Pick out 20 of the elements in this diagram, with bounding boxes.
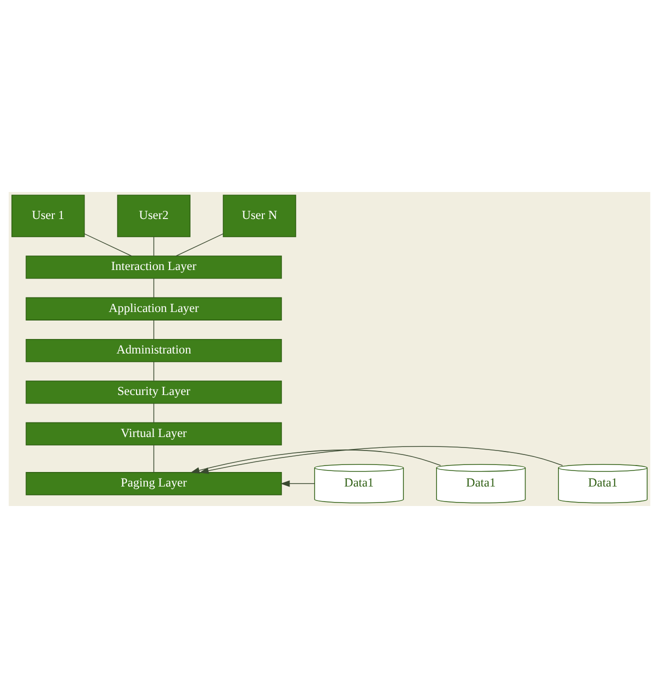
connector: [176, 233, 224, 256]
connector: [84, 233, 132, 256]
connector: [153, 444, 154, 473]
node-box: User N: [222, 194, 296, 238]
node-box: Paging Layer: [26, 472, 282, 496]
node-box: Security Layer: [26, 380, 282, 404]
connector: [153, 403, 154, 423]
arrow: [199, 446, 563, 474]
connector: [153, 320, 154, 340]
node-box: User 1: [11, 194, 85, 238]
arrow: [280, 480, 315, 487]
node-box: Interaction Layer: [26, 256, 282, 279]
node-box: Virtual Layer: [26, 422, 282, 446]
connector: [153, 278, 154, 298]
connector: [153, 236, 154, 256]
node-box: Administration: [26, 338, 282, 362]
connector: [153, 361, 154, 382]
node-box: Application Layer: [26, 297, 282, 320]
arrow: [190, 450, 442, 474]
node-box: User2: [117, 194, 190, 238]
